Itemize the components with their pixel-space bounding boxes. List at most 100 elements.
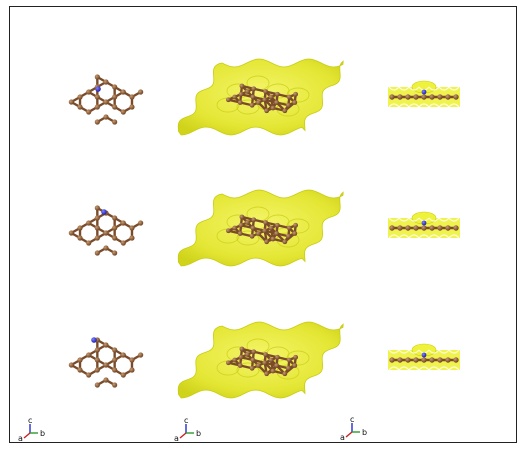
carbon-atom [445,357,451,363]
axis-a [23,432,31,439]
carbon-atom [413,357,419,363]
carbon-atom [238,91,244,97]
carbon-atom [405,94,411,100]
carbon-atom [103,342,109,348]
carbon-atom [129,235,135,241]
adatom [101,209,107,215]
carbon-atom [389,357,395,363]
carbon-atom [237,231,243,236]
carbon-atom [112,84,118,90]
carbon-atom [268,357,274,363]
axis-label-a: a [174,434,179,443]
carbon-atom [77,94,83,100]
carbon-atom [429,225,435,231]
carbon-atom [245,220,250,225]
isosurface-wave [398,366,410,371]
carbon-atom [453,94,459,100]
isosurface-wave [448,103,460,108]
carbon-atom [94,347,100,353]
isosurface-wave [408,366,420,371]
isosurface-wave [438,86,450,91]
carbon-atom [112,225,118,231]
axis-a [345,431,353,438]
carbon-atom [405,225,411,231]
isosurface-wave [428,234,440,239]
carbon-atom [238,354,244,360]
carbon-atom [282,371,288,377]
carbon-atom [103,230,109,236]
isosurface-lobe [286,350,310,366]
row-1-side-view [388,80,460,108]
carbon-atom [94,74,100,80]
carbon-atom [293,354,299,360]
carbon-atom [129,94,135,100]
carbon-atom [421,357,427,363]
carbon-atom [225,97,231,103]
carbon-atom [421,94,427,100]
carbon-atom [86,89,92,95]
carbon-atom [270,105,276,111]
carbon-atom [232,357,238,363]
carbon-atom [120,372,126,378]
carbon-atom [268,94,274,100]
carbon-atom [94,357,100,363]
carbon-atom [86,240,92,246]
isosurface-lobe [286,218,310,234]
row-3-side-view [388,343,460,371]
carbon-atom [445,94,451,100]
carbon-atom [262,228,268,234]
carbon-atom [256,231,261,236]
carbon-atom [275,91,280,97]
isosurface-wave [398,217,410,222]
axis-a [179,432,187,439]
axis-triad: cab [174,416,201,443]
carbon-atom [103,245,109,251]
adatom [421,352,427,358]
isosurface-wave [388,349,400,354]
axis-label-c: c [350,415,354,424]
carbon-atom [239,346,245,352]
carbon-atom [397,357,403,363]
carbon-atom [225,360,231,366]
carbon-atom [263,89,268,94]
isosurface [177,189,344,267]
carbon-atom [239,214,245,220]
carbon-atom [94,225,100,231]
carbon-atom [292,363,298,368]
carbon-atom [94,119,100,125]
carbon-atom [120,109,126,115]
axis-label-b: b [40,429,45,438]
carbon-atom [397,94,403,100]
carbon-atom [94,104,100,110]
carbon-atom [389,225,395,231]
row-3-isosurface-view [177,321,344,399]
carbon-atom [292,231,298,236]
carbon-atom [293,91,299,97]
row-2-isosurface-view [177,189,344,267]
carbon-atom [103,79,109,85]
carbon-atom [249,365,255,371]
row-1-top-view [68,74,144,125]
carbon-atom [437,357,443,363]
carbon-atom [250,357,256,363]
carbon-atom [270,236,276,242]
carbon-atom [94,235,100,241]
carbon-atom [112,382,118,388]
carbon-atom [286,225,292,231]
carbon-atom [263,352,268,357]
carbon-atom [292,100,298,105]
carbon-atom [129,357,135,363]
carbon-atom [286,233,291,239]
isosurface-wave [388,217,400,222]
carbon-atom [86,372,92,378]
carbon-atom [94,367,100,373]
isosurface-wave [438,217,450,222]
carbon-atom [286,357,292,363]
carbon-atom [282,108,288,114]
carbon-atom [264,239,270,245]
carbon-atom [112,250,118,256]
isosurface-wave [428,349,440,354]
carbon-atom [138,89,144,95]
carbon-atom [94,205,100,211]
carbon-atom [413,225,419,231]
